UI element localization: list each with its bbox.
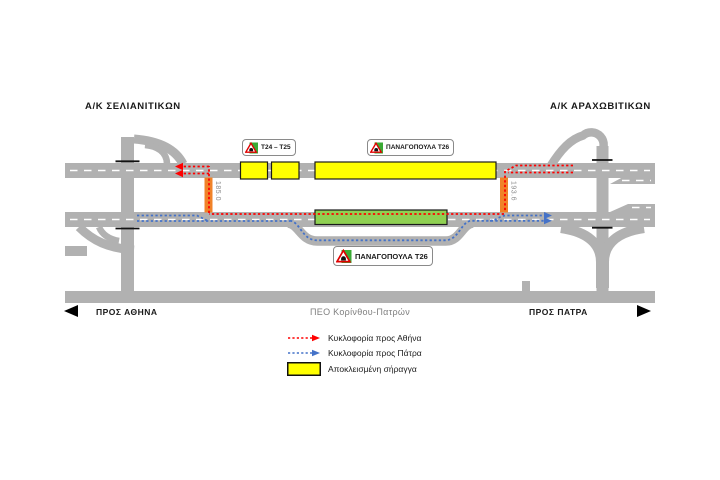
chainage-label-185: 185.0 bbox=[214, 181, 221, 202]
crossover-185 bbox=[204, 177, 213, 213]
tunnel-t26-upper-closed bbox=[314, 161, 497, 180]
towards-patras-arrow-icon bbox=[637, 305, 651, 317]
upper-right-merge-lane bbox=[610, 176, 655, 184]
left-ramp-stub bbox=[65, 246, 87, 256]
crossover-193 bbox=[500, 177, 508, 213]
left-interchange-onramp bbox=[133, 134, 188, 167]
legend-item-patras: Κυκλοφορία προς Πάτρα bbox=[287, 347, 422, 359]
legend: Κυκλοφορία προς Αθήνα Κυκλοφορία προς Πά… bbox=[287, 332, 422, 376]
closed-tunnel-swatch bbox=[287, 362, 321, 376]
direction-label-athens: ΠΡΟΣ ΑΘΗΝΑ bbox=[96, 307, 158, 317]
peo-road bbox=[65, 291, 655, 303]
patras-arrowhead bbox=[544, 212, 552, 219]
peo-access-stub bbox=[522, 281, 530, 291]
right-fork-right-branch bbox=[599, 223, 645, 288]
legend-label: Αποκλεισμένη σήραγγα bbox=[328, 364, 417, 374]
direction-label-patras: ΠΡΟΣ ΠΑΤΡΑ bbox=[529, 307, 588, 317]
patras-route bbox=[137, 212, 552, 242]
athens-route bbox=[175, 162, 573, 215]
chainage-label-193: 193.6 bbox=[509, 181, 517, 202]
sign-t24-t25: Τ24 – Τ25 bbox=[242, 139, 296, 156]
sign-label: Τ24 – Τ25 bbox=[261, 144, 291, 151]
sign-label: ΠΑΝΑΓΟΠΟΥΛΑ Τ26 bbox=[355, 251, 428, 261]
tunnel-bypass-road bbox=[286, 218, 475, 246]
legend-item-closed-tunnel: Αποκλεισμένη σήραγγα bbox=[287, 362, 422, 376]
tunnel-warning-icon bbox=[245, 141, 258, 153]
tunnel-warning-icon bbox=[370, 141, 383, 153]
patras-route-arrow-icon bbox=[288, 349, 320, 357]
athens-arrowhead bbox=[175, 169, 183, 178]
legend-label: Κυκλοφορία προς Πάτρα bbox=[328, 348, 422, 358]
athens-arrowhead bbox=[175, 162, 183, 171]
athens-route-arrow-icon bbox=[288, 334, 320, 342]
tunnel-warning-icon bbox=[336, 248, 352, 263]
peo-road-label: ΠΕΟ Κορίνθου-Πατρών bbox=[309, 307, 411, 317]
legend-item-athens: Κυκλοφορία προς Αθήνα bbox=[287, 332, 422, 344]
legend-label: Κυκλοφορία προς Αθήνα bbox=[328, 333, 422, 343]
sign-label: ΠΑΝΑΓΟΠΟΥΛΑ Τ26 bbox=[386, 144, 450, 151]
sign-panagopoula-bottom: ΠΑΝΑΓΟΠΟΥΛΑ Τ26 bbox=[333, 246, 433, 266]
tunnel-t24-closed bbox=[239, 161, 269, 180]
patras-arrowhead bbox=[544, 217, 552, 225]
interchange-label-arachovitikon: Α/Κ ΑΡΑΧΩΒΙΤΙΚΩΝ bbox=[550, 101, 651, 112]
right-fork-left-branch bbox=[560, 223, 606, 288]
left-interchange-offramp-hook bbox=[96, 225, 120, 245]
tunnel-t26-lower-open bbox=[314, 209, 448, 226]
right-interchange-loop-ramp bbox=[546, 128, 608, 170]
left-interchange-ramp-hook bbox=[144, 141, 171, 165]
tunnel-t25-closed bbox=[270, 161, 300, 180]
interchange-label-selianitikon: Α/Κ ΣΕΛΙΑΝΙΤΙΚΩΝ bbox=[85, 101, 181, 112]
towards-athens-arrow-icon bbox=[64, 305, 78, 317]
sign-panagopoula-top: ΠΑΝΑΓΟΠΟΥΛΑ Τ26 bbox=[367, 139, 455, 156]
